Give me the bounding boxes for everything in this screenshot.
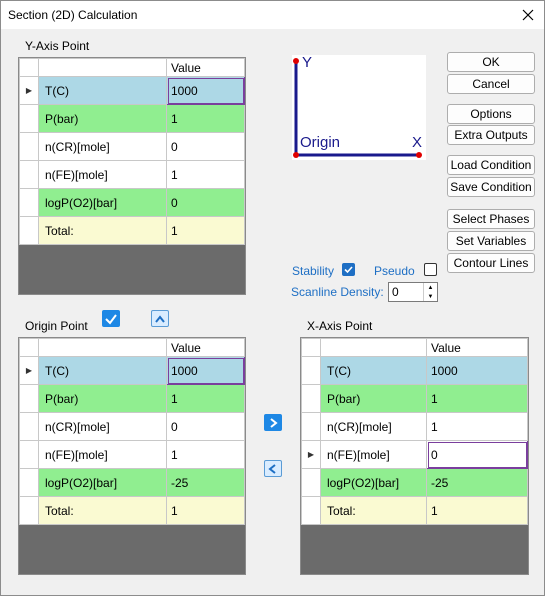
pseudo-label: Pseudo bbox=[374, 264, 415, 278]
table-row[interactable]: n(CR)[mole]1 bbox=[301, 412, 528, 441]
value-cell[interactable]: 0 bbox=[166, 132, 245, 161]
value-cell[interactable]: 0 bbox=[166, 188, 245, 217]
scanline-density-label: Scanline Density: bbox=[291, 285, 384, 299]
y-axis-letter: Y bbox=[302, 54, 313, 71]
chevron-left-icon bbox=[268, 463, 276, 474]
value-column-header: Value bbox=[426, 338, 528, 357]
extra-outputs-button[interactable]: Extra Outputs bbox=[447, 125, 535, 145]
table-row[interactable]: n(CR)[mole]0 bbox=[19, 412, 245, 441]
options-button[interactable]: Options bbox=[447, 104, 535, 124]
table-row: Total:1 bbox=[19, 216, 245, 245]
select-phases-button[interactable]: Select Phases bbox=[447, 209, 535, 229]
table-row: Total:1 bbox=[19, 496, 245, 525]
value-cell[interactable]: 1 bbox=[166, 440, 245, 469]
value-cell[interactable]: 1 bbox=[166, 104, 245, 133]
x-axis-grid: Value T(C)1000 P(bar)1 n(CR)[mole]1 ▶n(F… bbox=[300, 337, 529, 575]
copy-up-button[interactable] bbox=[151, 310, 169, 327]
value-cell[interactable]: 1000 bbox=[426, 356, 528, 385]
total-cell: 1 bbox=[166, 496, 245, 525]
total-cell: 1 bbox=[166, 216, 245, 245]
stability-checkbox[interactable] bbox=[342, 263, 355, 276]
axis-diagram bbox=[293, 58, 422, 158]
value-column-header: Value bbox=[166, 338, 245, 357]
value-cell[interactable]: 1 bbox=[426, 384, 528, 413]
ok-button[interactable]: OK bbox=[447, 52, 535, 72]
load-condition-button[interactable]: Load Condition bbox=[447, 155, 535, 175]
table-row[interactable]: logP(O2)[bar]0 bbox=[19, 188, 245, 217]
origin-grid: Value ▶T(C)1000 P(bar)1 n(CR)[mole]0 n(F… bbox=[18, 337, 246, 575]
current-row-icon: ▶ bbox=[25, 366, 33, 375]
table-row[interactable]: n(FE)[mole]1 bbox=[19, 160, 245, 189]
table-row[interactable]: logP(O2)[bar]-25 bbox=[19, 468, 245, 497]
x-axis-point-label: X-Axis Point bbox=[307, 319, 373, 333]
x-point-marker bbox=[416, 152, 422, 158]
copy-left-button[interactable] bbox=[264, 460, 282, 477]
set-variables-button[interactable]: Set Variables bbox=[447, 231, 535, 251]
origin-point-label: Origin Point bbox=[25, 319, 88, 333]
table-row[interactable]: P(bar)1 bbox=[301, 384, 528, 413]
contour-lines-button[interactable]: Contour Lines bbox=[447, 253, 535, 273]
y-point-marker bbox=[293, 58, 299, 64]
window-title: Section (2D) Calculation bbox=[8, 8, 138, 22]
table-row[interactable]: n(FE)[mole]1 bbox=[19, 440, 245, 469]
table-row[interactable]: P(bar)1 bbox=[19, 104, 245, 133]
table-row[interactable]: logP(O2)[bar]-25 bbox=[301, 468, 528, 497]
table-row[interactable]: ▶T(C)1000 bbox=[19, 356, 245, 385]
copy-right-button[interactable] bbox=[264, 414, 282, 431]
close-button[interactable] bbox=[512, 1, 544, 29]
value-cell[interactable]: 1 bbox=[166, 384, 245, 413]
pseudo-checkbox[interactable] bbox=[424, 263, 437, 276]
current-row-icon: ▶ bbox=[25, 86, 33, 95]
value-cell[interactable]: 1 bbox=[166, 160, 245, 189]
axis-preview: Y Origin X bbox=[292, 54, 426, 160]
value-cell[interactable]: 1 bbox=[426, 412, 528, 441]
scanline-density-value[interactable]: 0 bbox=[392, 285, 399, 299]
table-row: Total:1 bbox=[301, 496, 528, 525]
table-row[interactable]: n(CR)[mole]0 bbox=[19, 132, 245, 161]
value-cell[interactable]: -25 bbox=[426, 468, 528, 497]
chevron-right-icon bbox=[270, 417, 278, 428]
table-row[interactable]: ▶n(FE)[mole]0 bbox=[301, 440, 528, 469]
value-cell[interactable]: 1000 bbox=[166, 356, 245, 385]
x-axis-letter: X bbox=[412, 134, 423, 151]
close-icon bbox=[522, 9, 534, 21]
total-cell: 1 bbox=[426, 496, 528, 525]
table-row[interactable]: ▶T(C)1000 bbox=[19, 76, 245, 105]
value-cell[interactable]: 0 bbox=[166, 412, 245, 441]
title-bar: Section (2D) Calculation bbox=[1, 1, 544, 29]
y-axis-grid: Value ▶T(C)1000 P(bar)1 n(CR)[mole]0 n(F… bbox=[18, 57, 246, 295]
spin-down-arrow-icon[interactable]: ▼ bbox=[427, 293, 434, 300]
value-column-header: Value bbox=[166, 58, 245, 77]
current-row-icon: ▶ bbox=[307, 450, 315, 459]
origin-point-marker bbox=[293, 152, 299, 158]
table-row[interactable]: T(C)1000 bbox=[301, 356, 528, 385]
cancel-button[interactable]: Cancel bbox=[447, 74, 535, 94]
origin-text: Origin bbox=[300, 134, 341, 151]
value-cell[interactable]: 0 bbox=[426, 440, 528, 469]
value-cell[interactable]: -25 bbox=[166, 468, 245, 497]
copy-down-button[interactable] bbox=[102, 310, 120, 327]
scanline-density-spinner[interactable]: 0 ▲ ▼ bbox=[388, 282, 438, 302]
table-row[interactable]: P(bar)1 bbox=[19, 384, 245, 413]
spin-up-arrow-icon[interactable]: ▲ bbox=[427, 284, 434, 291]
value-cell[interactable]: 1000 bbox=[166, 76, 245, 105]
chevron-up-icon bbox=[155, 314, 165, 323]
y-axis-point-label: Y-Axis Point bbox=[25, 39, 90, 53]
stability-label: Stability bbox=[292, 264, 335, 278]
check-icon bbox=[344, 266, 353, 274]
save-condition-button[interactable]: Save Condition bbox=[447, 177, 535, 197]
check-down-icon bbox=[105, 313, 117, 325]
